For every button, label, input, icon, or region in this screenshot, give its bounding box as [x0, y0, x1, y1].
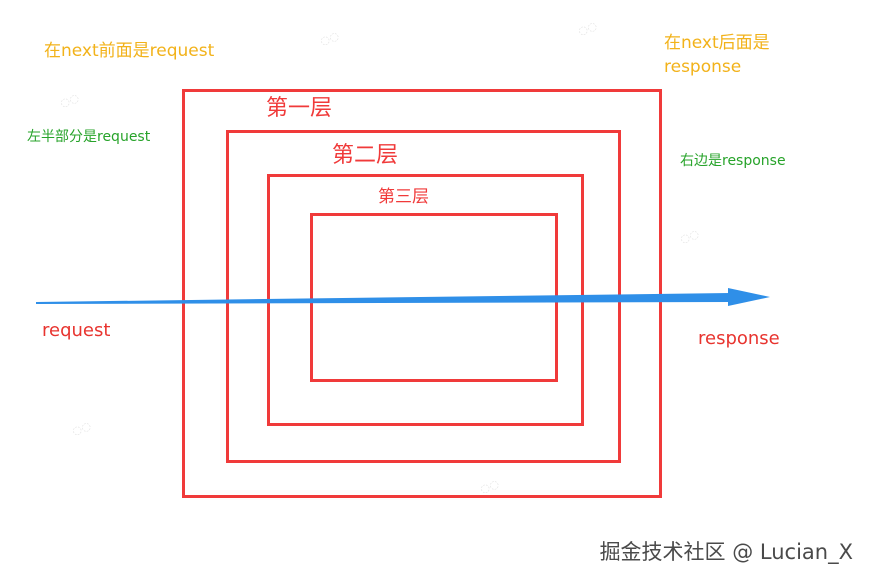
response-label: response — [698, 328, 780, 349]
layer-1-label: 第一层 — [266, 96, 333, 121]
note-right-side: 右边是response — [680, 153, 786, 169]
note-before-next: 在next前面是request — [44, 41, 215, 61]
flow-arrow-shaft — [36, 293, 730, 304]
flow-arrow-head — [728, 288, 770, 306]
note-after-next: 在next后面是response — [664, 33, 770, 77]
request-label: request — [42, 320, 111, 341]
layer-2-label: 第二层 — [332, 143, 399, 168]
note-left-half: 左半部分是request — [27, 129, 151, 145]
source-watermark: 掘金技术社区 @ Lucian_X — [599, 540, 853, 564]
layer-1-box — [182, 89, 662, 498]
layer-3-label: 第三层 — [378, 187, 429, 207]
